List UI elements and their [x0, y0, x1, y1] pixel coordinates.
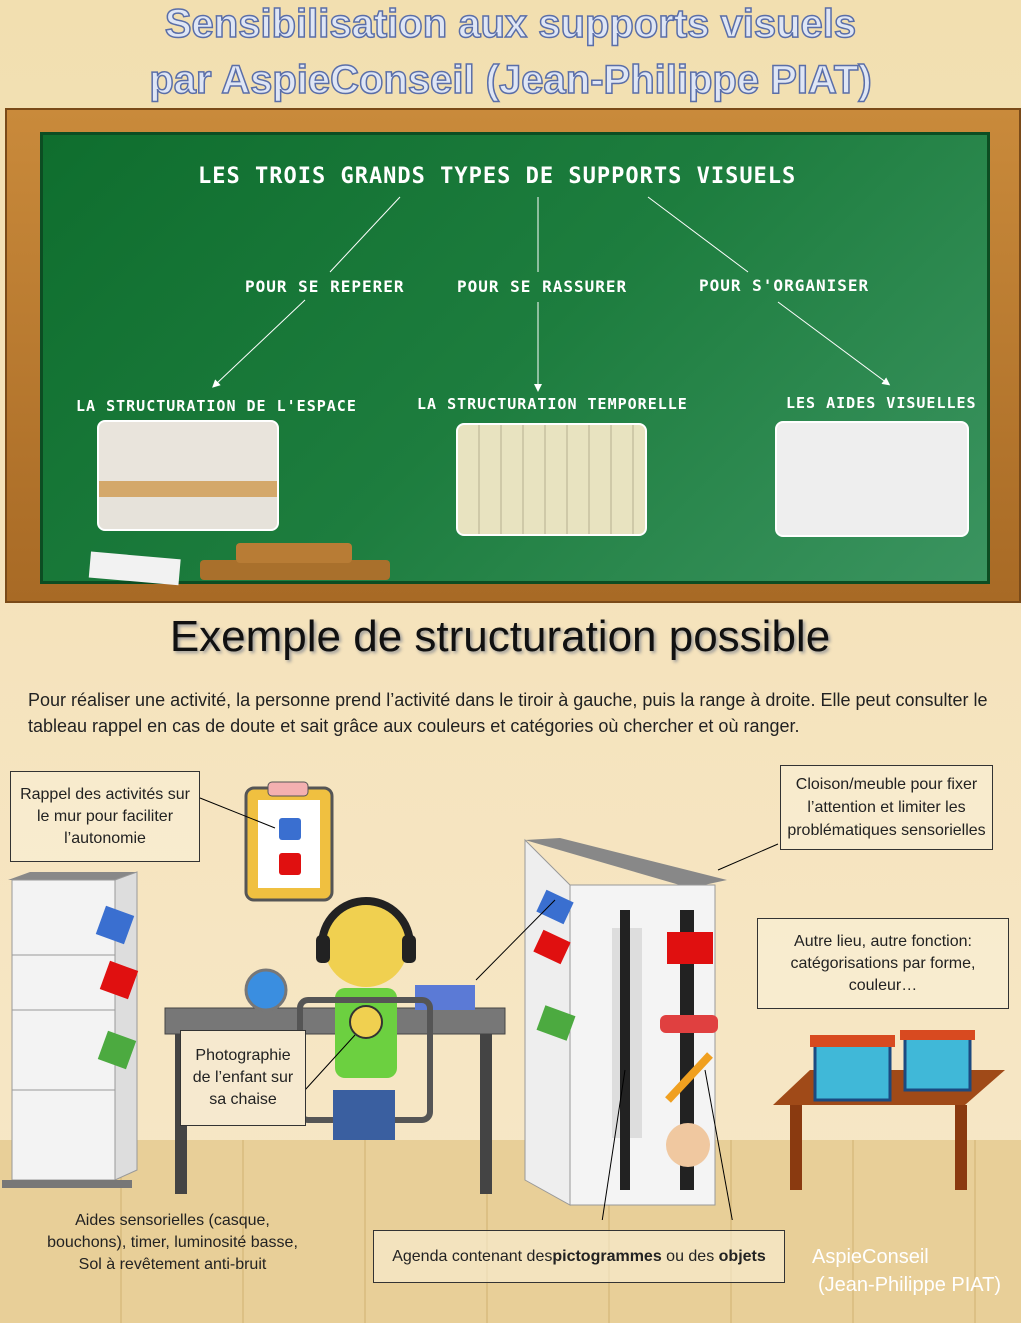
toy-car	[660, 1015, 718, 1033]
lego-brick	[667, 932, 713, 964]
agenda-pictogrammes: pictogrammes	[552, 1247, 662, 1265]
photo-temporelle	[456, 423, 647, 536]
photo-espace	[97, 420, 279, 531]
photo-aides-visuelles	[775, 421, 969, 537]
chalkboard-arrows	[88, 196, 891, 586]
title-line1: Sensibilisation aux supports visuels	[164, 1, 857, 47]
teddy-bear	[666, 1123, 710, 1167]
type-temporelle: LA STRUCTURATION TEMPORELLE	[417, 395, 688, 413]
classroom-illustration	[2, 781, 1005, 1220]
section-heading: Exemple de structuration possible	[169, 612, 831, 661]
clipboard-reminder	[244, 781, 334, 902]
callout-autre-lieu: Autre lieu, autre fonction: catégorisati…	[757, 918, 1009, 1009]
callout-photo: Photographie de l’enfant sur sa chaise	[180, 1030, 306, 1126]
side-table	[773, 1030, 1005, 1190]
signature-line1: AspieConseil	[812, 1246, 929, 1268]
left-drawer-cabinet	[2, 871, 139, 1188]
spoon	[665, 1052, 713, 1103]
purpose-rassurer: POUR SE RASSURER	[457, 277, 628, 296]
type-espace: LA STRUCTURATION DE L'ESPACE	[76, 397, 357, 415]
board-eraser	[236, 543, 352, 563]
purpose-organiser: POUR S'ORGANISER	[699, 276, 870, 295]
sorting-box-blue	[903, 1033, 972, 1092]
callout-agenda: Agenda contenant des pictogrammes ou des…	[373, 1230, 785, 1283]
callout-rappel: Rappel des activités sur le mur pour fac…	[10, 771, 200, 862]
agenda-text-1: Agenda contenant des	[392, 1247, 553, 1265]
signature-line2: (Jean-Philippe PIAT)	[818, 1274, 1002, 1296]
child-with-headphones	[297, 897, 433, 1140]
purpose-reperer: POUR SE REPERER	[245, 277, 405, 296]
chalk-pieces	[88, 551, 181, 586]
agenda-cabinet	[524, 838, 727, 1206]
sorting-box-red	[813, 1038, 892, 1102]
agenda-text-2: ou des	[661, 1247, 719, 1265]
callout-cloison: Cloison/meuble pour fixer l’attention et…	[780, 765, 993, 850]
title-line2: par AspieConseil (Jean-Philippe PIAT)	[149, 57, 873, 103]
timer-icon	[244, 968, 288, 1012]
eraser-ledge	[200, 560, 390, 580]
type-aides-visuelles: LES AIDES VISUELLES	[786, 394, 977, 412]
board-main-title: LES TROIS GRANDS TYPES DE SUPPORTS VISUE…	[198, 164, 797, 189]
description-paragraph: Pour réaliser une activité, la personne …	[28, 690, 988, 736]
callout-aides-sensorielles: Aides sensorielles (casque, bouchons), t…	[47, 1212, 298, 1273]
child-photo	[349, 1005, 383, 1039]
agenda-objets: objets	[718, 1247, 766, 1265]
